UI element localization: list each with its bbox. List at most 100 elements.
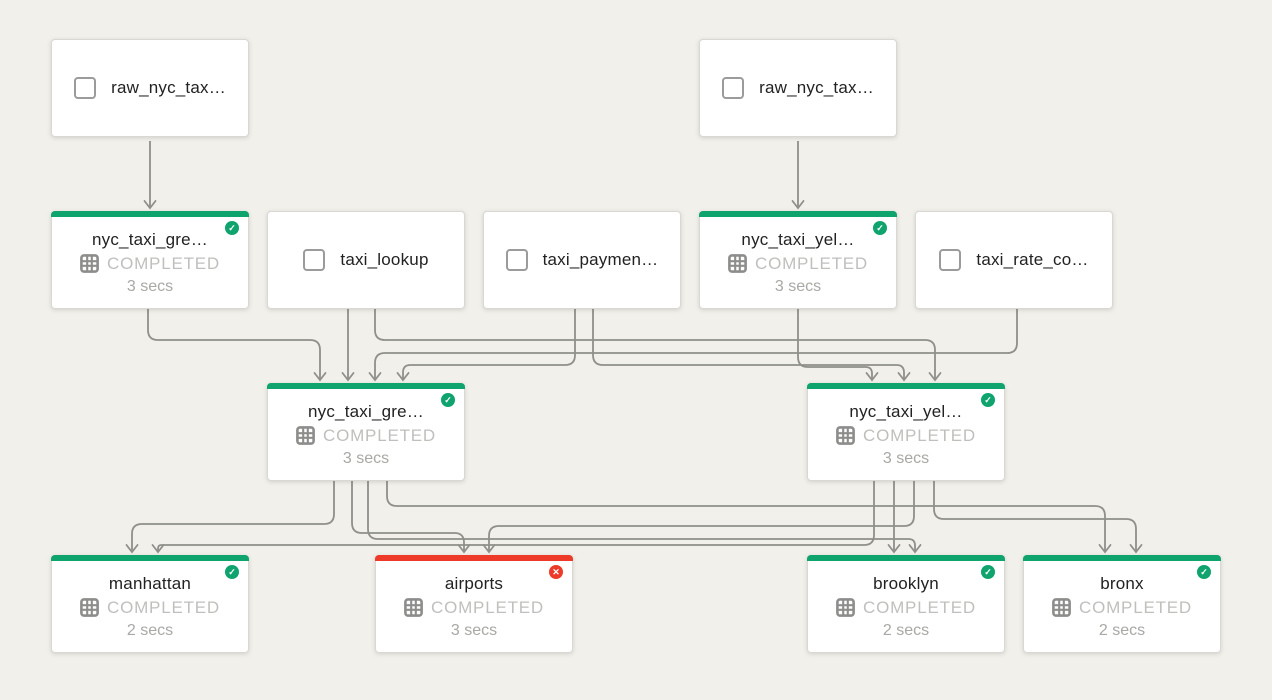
node-duration: 2 secs xyxy=(882,621,930,639)
checkbox[interactable] xyxy=(722,77,745,99)
node-status-row: COMPLETED xyxy=(1052,598,1192,618)
table-grid-icon xyxy=(1052,598,1071,617)
arrowhead-icon xyxy=(341,372,355,382)
status-badge-icon: ✓ xyxy=(1200,566,1208,577)
arrowhead-icon xyxy=(897,372,911,382)
table-grid-icon xyxy=(80,254,99,273)
node-title: bronx xyxy=(1100,573,1144,593)
edge-taxi-payment-to-nyc-taxi-green-mart xyxy=(402,309,576,380)
node-status-label: COMPLETED xyxy=(107,253,220,273)
node-status-row: COMPLETED xyxy=(80,598,220,618)
node-status-row: COMPLETED xyxy=(836,598,976,618)
node-status-row: COMPLETED xyxy=(80,254,220,274)
arrowhead-icon xyxy=(928,372,942,382)
status-badge-icon: ✓ xyxy=(444,394,452,405)
node-status-row: COMPLETED xyxy=(404,598,544,618)
table-grid-icon xyxy=(296,426,315,445)
node-status-label: COMPLETED xyxy=(323,425,436,445)
node-title: raw_nyc_tax… xyxy=(111,78,226,97)
status-badge-icon: ✓ xyxy=(984,566,992,577)
node-nyc-taxi-green-staging[interactable]: ✓ nyc_taxi_gre… COMPLETED 3 secs xyxy=(51,211,249,309)
table-grid-icon xyxy=(404,598,423,617)
node-airports[interactable]: ✕ airports COMPLETED 3 secs xyxy=(375,555,573,653)
node-manhattan[interactable]: ✓ manhattan COMPLETED 2 secs xyxy=(51,555,249,653)
edge-nyc-taxi-green-mart-to-manhattan xyxy=(131,481,335,552)
status-bar xyxy=(51,211,249,217)
arrowhead-icon xyxy=(1129,544,1143,554)
node-duration: 3 secs xyxy=(126,277,174,295)
arrowhead-icon xyxy=(457,544,471,554)
edge-nyc-taxi-green-mart-to-brooklyn xyxy=(367,481,916,552)
success-badge: ✓ xyxy=(873,221,887,235)
status-badge-icon: ✓ xyxy=(228,566,236,577)
checkbox[interactable] xyxy=(505,249,528,271)
node-title: brooklyn xyxy=(873,573,939,593)
edge-nyc-taxi-green-staging-to-nyc-taxi-green-mart xyxy=(147,309,321,380)
success-badge: ✓ xyxy=(225,221,239,235)
node-duration: 3 secs xyxy=(450,621,498,639)
node-nyc-taxi-yellow-mart[interactable]: ✓ nyc_taxi_yel… COMPLETED 3 secs xyxy=(807,383,1005,481)
node-title: taxi_paymen… xyxy=(542,250,659,269)
edge-taxi-lookup-to-nyc-taxi-yellow-mart xyxy=(374,309,936,380)
node-status-label: COMPLETED xyxy=(863,597,976,617)
arrowhead-icon xyxy=(887,544,901,554)
node-title: nyc_taxi_gre… xyxy=(308,401,424,421)
node-title: raw_nyc_tax… xyxy=(759,78,874,97)
checkbox[interactable] xyxy=(303,249,326,271)
node-status-label: COMPLETED xyxy=(107,597,220,617)
arrowhead-icon xyxy=(313,372,327,382)
success-badge: ✓ xyxy=(441,393,455,407)
arrowhead-icon xyxy=(396,372,410,382)
node-status-label: COMPLETED xyxy=(863,425,976,445)
node-duration: 3 secs xyxy=(342,449,390,467)
success-badge: ✓ xyxy=(1197,565,1211,579)
node-status-row: COMPLETED xyxy=(728,254,868,274)
table-grid-icon xyxy=(80,598,99,617)
node-title: manhattan xyxy=(108,573,192,593)
edge-taxi-rate-code-to-nyc-taxi-green-mart xyxy=(374,309,1018,380)
edge-nyc-taxi-yellow-mart-to-airports xyxy=(488,481,915,552)
edge-nyc-taxi-yellow-mart-to-bronx xyxy=(933,481,1137,552)
node-title: airports xyxy=(444,573,504,593)
arrowhead-icon xyxy=(908,544,922,554)
arrowhead-icon xyxy=(482,544,496,554)
status-bar xyxy=(807,383,1005,389)
status-bar xyxy=(375,555,573,561)
success-badge: ✓ xyxy=(225,565,239,579)
arrowhead-icon xyxy=(143,200,157,210)
node-title: nyc_taxi_yel… xyxy=(741,229,855,249)
edge-nyc-taxi-yellow-mart-to-manhattan xyxy=(157,481,875,552)
table-grid-icon xyxy=(836,426,855,445)
node-duration: 2 secs xyxy=(126,621,174,639)
status-bar xyxy=(807,555,1005,561)
node-brooklyn[interactable]: ✓ brooklyn COMPLETED 2 secs xyxy=(807,555,1005,653)
node-status-row: COMPLETED xyxy=(836,426,976,446)
status-bar xyxy=(51,555,249,561)
node-bronx[interactable]: ✓ bronx COMPLETED 2 secs xyxy=(1023,555,1221,653)
success-badge: ✓ xyxy=(981,565,995,579)
success-badge: ✓ xyxy=(981,393,995,407)
arrowhead-icon xyxy=(865,372,879,382)
node-status-label: COMPLETED xyxy=(431,597,544,617)
node-duration: 3 secs xyxy=(882,449,930,467)
status-bar xyxy=(699,211,897,217)
status-bar xyxy=(1023,555,1221,561)
node-raw-nyc-taxi-yellow[interactable]: raw_nyc_tax… xyxy=(699,39,897,137)
arrowhead-icon xyxy=(1098,544,1112,554)
node-raw-nyc-taxi-green[interactable]: raw_nyc_tax… xyxy=(51,39,249,137)
node-taxi-rate-code[interactable]: taxi_rate_co… xyxy=(915,211,1113,309)
node-title: taxi_rate_co… xyxy=(976,250,1089,269)
status-bar xyxy=(267,383,465,389)
node-nyc-taxi-green-mart[interactable]: ✓ nyc_taxi_gre… COMPLETED 3 secs xyxy=(267,383,465,481)
node-duration: 3 secs xyxy=(774,277,822,295)
node-taxi-payment[interactable]: taxi_paymen… xyxy=(483,211,681,309)
table-grid-icon xyxy=(836,598,855,617)
arrowhead-icon xyxy=(125,544,139,554)
node-taxi-lookup[interactable]: taxi_lookup xyxy=(267,211,465,309)
checkbox[interactable] xyxy=(74,77,97,99)
status-badge-icon: ✓ xyxy=(228,222,236,233)
node-nyc-taxi-yellow-staging[interactable]: ✓ nyc_taxi_yel… COMPLETED 3 secs xyxy=(699,211,897,309)
checkbox[interactable] xyxy=(939,249,962,271)
edge-nyc-taxi-yellow-staging-to-nyc-taxi-yellow-mart xyxy=(797,309,873,380)
